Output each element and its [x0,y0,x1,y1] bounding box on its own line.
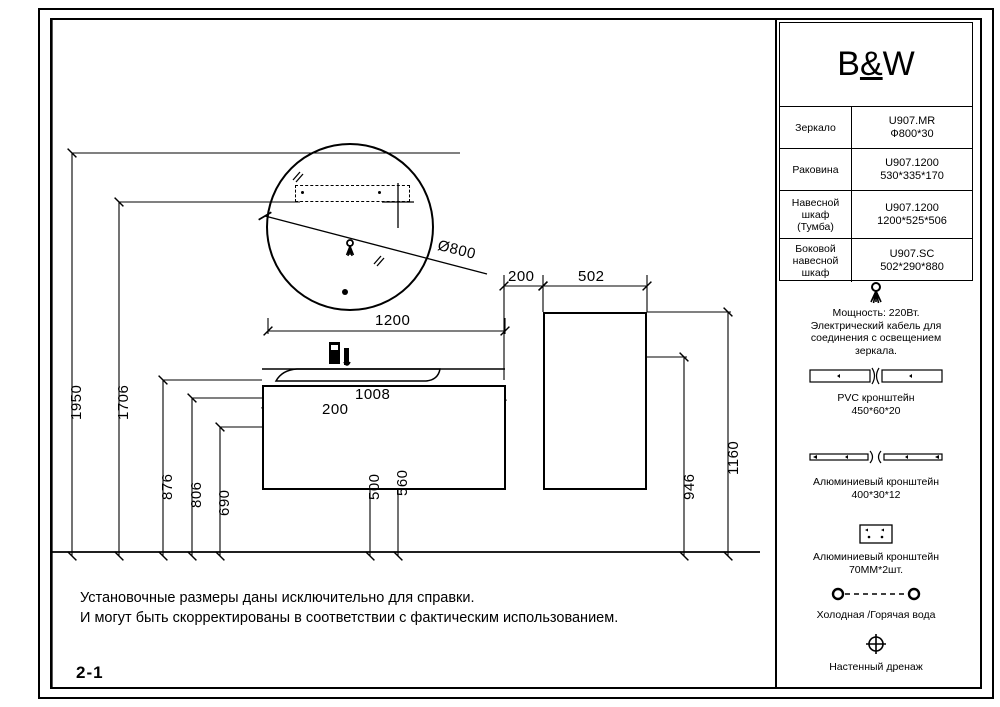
faucet-icon [329,342,351,366]
round-mirror [266,143,434,311]
row-label: Раковина [780,149,852,190]
side-cabinet [543,312,647,490]
aluminium-plate-bracket-icon [779,521,973,547]
dim-label-200-supply: 200 [322,401,349,418]
power-plug-icon [779,281,973,307]
mirror-bracket-dashed [295,185,410,202]
dim-label-1200: 1200 [375,312,411,329]
mirror-sensor-dot [342,289,348,295]
product-code: U907.MR [888,114,936,127]
mirror-bracket-dot [301,191,304,194]
legend-caption: Холодная /Горячая вода [816,609,936,621]
product-size: 502*290*880 [880,260,944,273]
legend-caption: Алюминиевый кронштейн 400*30*12 [812,476,940,501]
legend-caption: Алюминиевый кронштейн 70MM*2шт. [812,551,940,576]
product-size: 1200*525*506 [877,214,947,227]
dim-label-502: 502 [578,268,605,285]
logo-letter-b: B [837,45,860,83]
brand-logo: B&W [780,23,972,107]
panel-divider [775,20,777,687]
legend-caption: Мощность: 220Вт. Электрический кабель дл… [810,307,942,357]
pvc-bracket-icon [779,363,973,389]
note-line-1: Установочные размеры даны исключительно … [80,590,475,606]
legend-caption: PVC кронштейн 450*60*20 [837,392,915,417]
dim-label-1160: 1160 [725,440,742,475]
legend-caption: Настенный дренаж [829,661,923,673]
dim-label-806: 806 [188,481,205,508]
mirror-bracket-dot [378,191,381,194]
dim-label-1706: 1706 [115,384,132,420]
dim-label-690: 690 [216,489,233,516]
dim-label-500: 500 [366,473,383,500]
product-code: U907.1200 [885,156,939,169]
dim-label-1008: 1008 [355,386,391,403]
legend-panel: Мощность: 220Вт. Электрический кабель дл… [779,281,973,687]
logo-letter-w: W [882,45,915,83]
product-code: U907.1200 [885,201,939,214]
page-number: 2-1 [76,663,104,682]
row-label: Навесной шкаф (Тумба) [780,191,852,238]
dim-label-946: 946 [681,473,698,500]
sheet-border-inner [50,18,982,689]
row-label: Боковой навесной шкаф [780,239,852,282]
dim-label-560: 560 [394,469,411,496]
dim-label-1950: 1950 [68,384,85,420]
product-size: Ф800*30 [890,127,934,140]
product-size: 530*335*170 [880,169,944,182]
basin-bowl [274,368,441,382]
vanity-cabinet [262,385,506,490]
row-label: Зеркало [780,107,852,148]
wall-drain-icon [779,631,973,657]
logo-ampersand: & [859,45,883,83]
water-supply-icon [779,581,973,607]
dim-label-876: 876 [159,473,176,500]
mirror-power-icon [342,239,358,257]
sheet-border-outer [38,8,994,699]
product-code: U907.SC [889,247,935,260]
note-line-2: И могут быть скорректированы в соответст… [80,610,619,626]
dim-label-200-gap: 200 [508,268,535,285]
aluminium-bracket-icon [779,444,973,470]
